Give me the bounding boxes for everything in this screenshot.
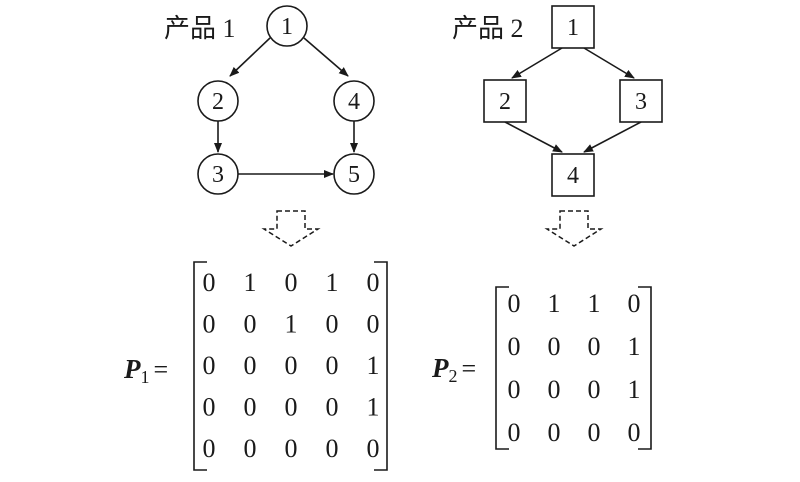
edge-3-4 (583, 121, 642, 153)
p2-node-3: 3 (619, 79, 663, 123)
matrix-p1-cell-r5-c5: 0 (367, 434, 380, 463)
p2-node-4-label: 4 (567, 163, 579, 189)
product1-graph: 产品 1 1 2 3 4 5 (164, 5, 375, 195)
matrix-p1-cell-r3-c1: 0 (203, 351, 216, 380)
p1-node-3-label: 3 (212, 162, 224, 188)
p2-node-2-label: 2 (499, 89, 511, 115)
p1-node-5-label: 5 (348, 162, 360, 188)
matrix-p1-cell-r1-c3: 0 (285, 268, 298, 297)
matrix-p2-cell-r1-c4: 0 (628, 289, 641, 318)
product1-label: 产品 1 (164, 14, 236, 43)
edge-1-3 (583, 47, 635, 79)
dashed-down-arrow-icon (544, 210, 604, 247)
matrix-p1-right-bracket (374, 261, 388, 471)
matrix-p1-cell-r1-c2: 1 (244, 268, 257, 297)
matrix-p2-cell-r4-c4: 0 (628, 418, 641, 447)
matrix-p2-cell-r1-c3: 1 (588, 289, 601, 318)
matrix-p1-cell-r5-c1: 0 (203, 434, 216, 463)
edge-2-4 (504, 121, 563, 153)
matrix-p2-left-bracket (495, 286, 509, 450)
p1-node-4: 4 (333, 80, 375, 122)
matrix-p1-cell-r3-c3: 0 (285, 351, 298, 380)
matrix-p2-cell-r2-c3: 0 (588, 332, 601, 361)
matrix-p2-cell-r1-c2: 1 (548, 289, 561, 318)
matrix-p1-cell-r2-c5: 0 (367, 310, 380, 339)
matrix-p2-cell-r2-c4: 1 (628, 332, 641, 361)
p1-node-4-label: 4 (348, 89, 360, 115)
p2-node-4: 4 (551, 153, 595, 197)
p1-node-2-label: 2 (212, 89, 224, 115)
matrix-p1-cell-r5-c2: 0 (244, 434, 257, 463)
matrix-p1-cell-r5-c3: 0 (285, 434, 298, 463)
matrix-p2-cell-r3-c3: 0 (588, 375, 601, 404)
product2-label: 产品 2 (452, 14, 524, 43)
p1-node-3: 3 (197, 153, 239, 195)
p1-node-5: 5 (333, 153, 375, 195)
matrix-p1-cell-r3-c5: 1 (367, 351, 380, 380)
matrix-p1-cell-r3-c2: 0 (244, 351, 257, 380)
p1-node-2: 2 (197, 80, 239, 122)
matrix-p2-cell-r4-c1: 0 (508, 418, 521, 447)
product2-edges (504, 47, 642, 153)
matrix-p2-cell-r3-c2: 0 (548, 375, 561, 404)
matrix-p2-cell-r3-c1: 0 (508, 375, 521, 404)
p2-node-1: 1 (551, 5, 595, 49)
dashed-down-arrow-icon (261, 210, 321, 247)
p2-node-3-label: 3 (635, 89, 647, 115)
matrix-p1-cell-r2-c1: 0 (203, 310, 216, 339)
matrix-p1-cell-r1-c4: 1 (326, 268, 339, 297)
edge-1-4 (303, 37, 349, 77)
p1-node-1-label: 1 (281, 14, 293, 40)
p1-node-1: 1 (266, 5, 308, 47)
matrix-p2-right-bracket (638, 286, 652, 450)
matrix-p2-cell-r4-c2: 0 (548, 418, 561, 447)
matrix-p1-cell-r4-c5: 1 (367, 393, 380, 422)
matrix-p2-cell-r2-c1: 0 (508, 332, 521, 361)
matrix-p1-cell-r4-c1: 0 (203, 393, 216, 422)
matrix-p1-cell-r4-c3: 0 (285, 393, 298, 422)
matrix-p1-cell-r2-c3: 1 (285, 310, 298, 339)
matrix-p2-cell-r1-c1: 0 (508, 289, 521, 318)
product1-edges (214, 37, 358, 178)
product2-graph: 产品 2 1 2 3 4 (452, 5, 663, 197)
matrix-p1-left-bracket (193, 261, 207, 471)
matrix-p1-cell-r2-c4: 0 (326, 310, 339, 339)
matrix-p1-cell-r4-c4: 0 (326, 393, 339, 422)
matrix-p2-cell-r2-c2: 0 (548, 332, 561, 361)
matrix-p1-cell-r3-c4: 0 (326, 351, 339, 380)
edge-1-2 (511, 47, 563, 79)
matrix-p1-cell-r1-c1: 0 (203, 268, 216, 297)
matrix-p2-cell-r3-c4: 1 (628, 375, 641, 404)
matrix-p1-cell-r5-c4: 0 (326, 434, 339, 463)
matrix-p1-cell-r1-c5: 0 (367, 268, 380, 297)
matrix-p1-cell-r4-c2: 0 (244, 393, 257, 422)
matrix-p2-cell-r4-c3: 0 (588, 418, 601, 447)
matrix-p2-name: P2= (431, 353, 476, 386)
edge-1-2 (229, 37, 271, 77)
p2-node-1-label: 1 (567, 15, 579, 41)
matrix-p1-cell-r2-c2: 0 (244, 310, 257, 339)
p2-node-2: 2 (483, 79, 527, 123)
matrix-p1-name: P1= (123, 354, 168, 387)
